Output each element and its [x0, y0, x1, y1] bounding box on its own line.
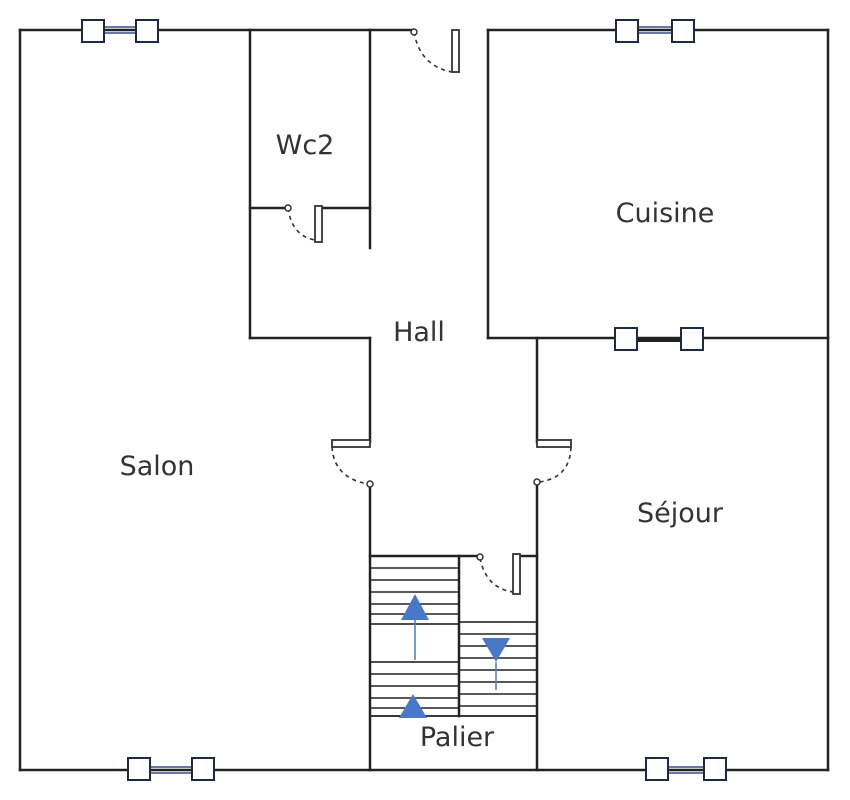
- window-icon: [645, 757, 727, 781]
- door-icon: [410, 28, 460, 73]
- window-icon: [615, 19, 695, 43]
- room-label-wc2: Wc2: [276, 130, 335, 161]
- room-labels: Wc2 Cuisine Hall Salon Séjour Palier: [120, 130, 724, 753]
- stair-up-arrow-icon: [401, 594, 429, 620]
- room-label-hall: Hall: [393, 317, 445, 348]
- interior-walls: [248, 28, 830, 772]
- door-icon: [476, 553, 521, 595]
- window-icon: [81, 19, 159, 43]
- door-icon: [331, 439, 374, 488]
- room-label-sejour: Séjour: [637, 498, 724, 529]
- window-icon: [614, 327, 704, 351]
- room-label-cuisine: Cuisine: [616, 198, 715, 229]
- windows: [81, 19, 727, 781]
- stair-arrows: [399, 594, 510, 718]
- room-label-salon: Salon: [120, 451, 195, 482]
- door-icon: [284, 204, 323, 243]
- staircase: [369, 555, 538, 717]
- outer-walls: [18, 28, 830, 772]
- window-icon: [127, 757, 215, 781]
- doors: [284, 28, 572, 595]
- room-label-palier: Palier: [420, 722, 495, 753]
- stair-down-arrow-icon: [482, 638, 510, 662]
- stair-up-arrow-icon: [399, 694, 427, 718]
- door-icon: [533, 439, 572, 486]
